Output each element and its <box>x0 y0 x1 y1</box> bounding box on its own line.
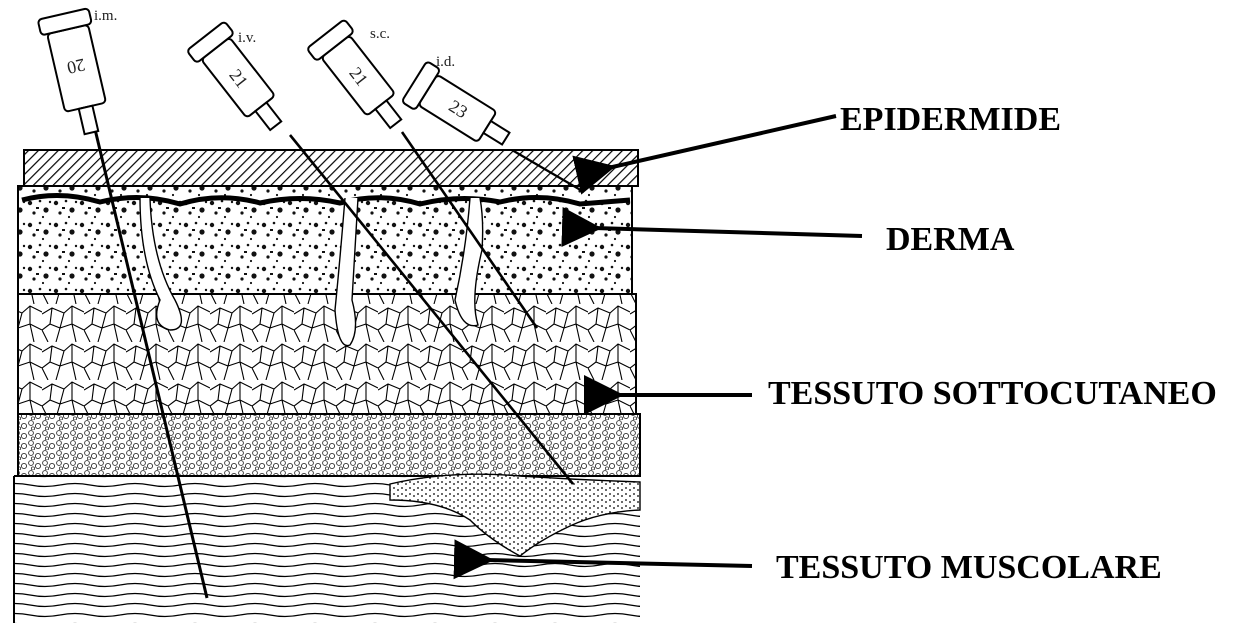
skin-block <box>14 150 640 623</box>
needle-im-route-label: i.m. <box>94 8 117 24</box>
epidermis-arrow <box>608 116 836 168</box>
needle-im-tip <box>79 106 98 134</box>
needle-sc-route-label: s.c. <box>370 26 390 42</box>
dermis-arrow <box>594 228 862 236</box>
subcutaneous-layer <box>18 294 636 414</box>
epidermis-layer <box>24 150 638 186</box>
needle-iv-route-label: i.v. <box>238 30 256 46</box>
fascia-layer <box>18 414 640 476</box>
epidermis-label: EPIDERMIDE <box>840 101 1061 138</box>
subcutaneous-label: TESSUTO SOTTOCUTANEO <box>768 375 1217 412</box>
muscle-label: TESSUTO MUSCOLARE <box>776 549 1162 586</box>
needle-id-route-label: i.d. <box>436 54 455 70</box>
dermis-label: DERMA <box>886 221 1015 258</box>
